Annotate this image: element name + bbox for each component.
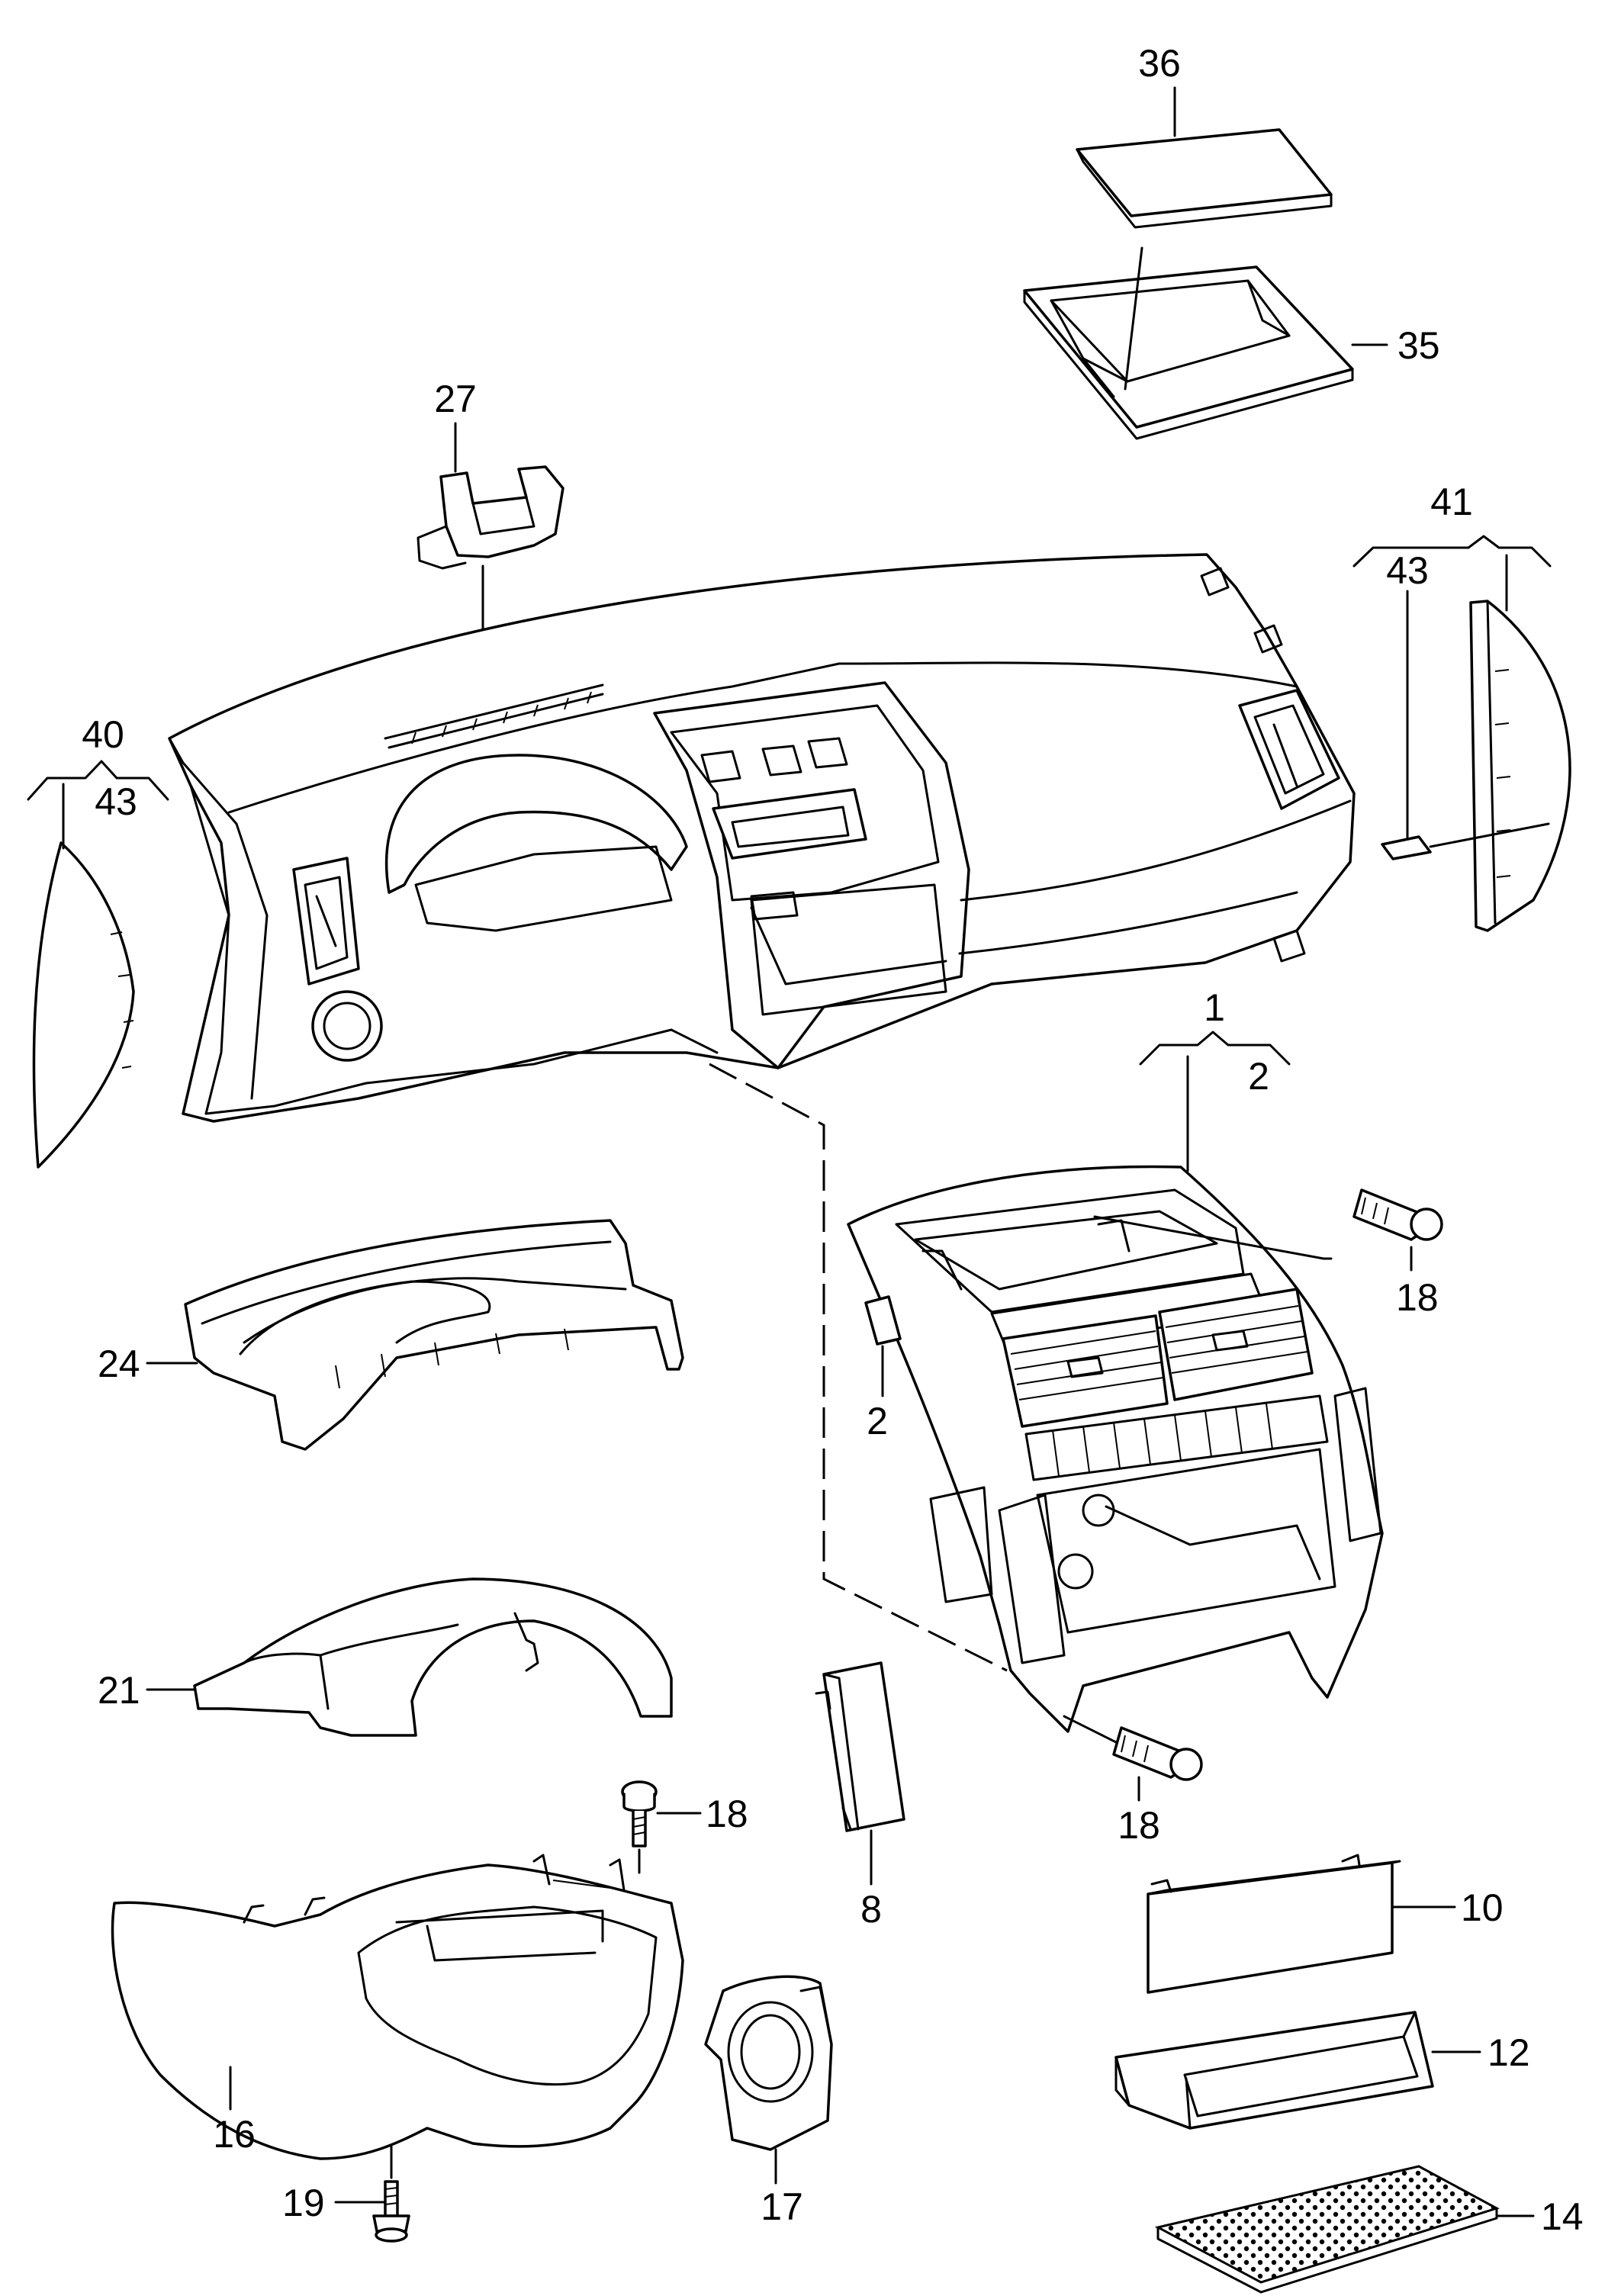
part-12-storage-tray [1114,2011,1434,2130]
callout-21: 21 [98,1669,140,1712]
part-8-cover [815,1661,905,1832]
callout-1: 1 [1204,986,1225,1029]
part-16-lower-shroud [111,1854,684,2160]
callout-43-right: 43 [1386,549,1429,592]
part-21-upper-shroud [193,1577,673,1737]
bracket-40 [27,760,169,801]
leader-dashboard-console [709,1063,1008,1672]
callout-41: 41 [1430,481,1473,523]
callout-8: 8 [860,1888,882,1931]
bracket-41 [1352,535,1552,568]
callout-24: 24 [98,1343,140,1385]
callout-17: 17 [761,2185,803,2228]
leader-43-right-to-cap [1429,822,1550,848]
part-18-screw-bottom [1112,1726,1203,1781]
callout-35: 35 [1397,324,1440,367]
part-14-mat [1154,2165,1500,2294]
callout-18-mid: 18 [706,1793,748,1835]
callout-27: 27 [434,378,477,420]
callout-14: 14 [1541,2195,1584,2238]
callout-12: 12 [1488,2031,1530,2074]
part-17-switch-housing [704,1975,833,2151]
part-19-screw [372,2180,410,2243]
callout-43-left: 43 [95,780,137,823]
part-36-lid [1076,128,1333,229]
callout-2-left: 2 [867,1400,888,1442]
part-41-right-endcap [1381,600,1571,932]
part-dashboard [168,553,1356,1123]
part-10-panel [1147,1854,1401,1994]
callout-18-bottom: 18 [1118,1804,1160,1847]
callout-19: 19 [282,2182,325,2224]
part-18-screw-top [1352,1188,1443,1241]
callout-36: 36 [1138,42,1181,85]
callout-18-top: 18 [1396,1276,1439,1319]
callout-2-top: 2 [1248,1055,1269,1098]
part-35-tray [1023,265,1354,440]
part-27-clip [417,465,564,570]
leader-36-35 [1124,246,1143,391]
callout-40: 40 [82,713,124,756]
leader-18-top-screw [1093,1215,1333,1260]
part-18-screw-middle [621,1780,658,1847]
callout-10: 10 [1461,1886,1504,1929]
part-40-left-endcap [32,841,135,1169]
part-1-center-console [847,1165,1384,1733]
bracket-1 [1139,1031,1291,1066]
part-24-trim [184,1219,684,1451]
callout-16: 16 [213,2113,256,2156]
